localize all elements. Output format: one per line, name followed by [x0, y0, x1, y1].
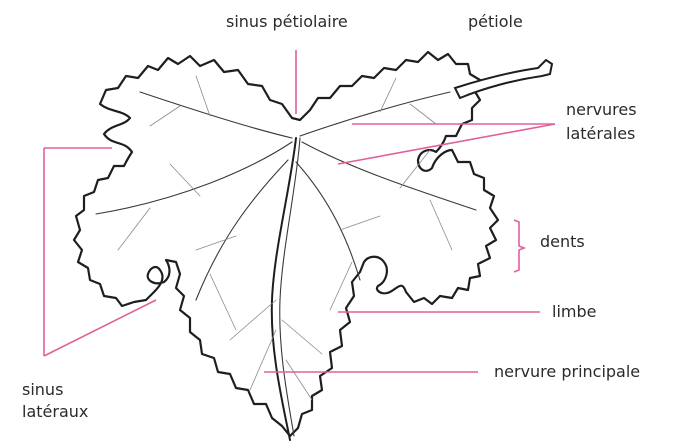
label-sinus-lateraux-2: latéraux	[22, 402, 88, 421]
label-limbe: limbe	[552, 302, 596, 321]
leader-sinus-lateraux-diag	[44, 300, 156, 356]
label-sinus-petiolaire: sinus pétiolaire	[226, 12, 348, 31]
label-nervures-laterales-2: latérales	[566, 124, 635, 143]
label-petiole: pétiole	[468, 12, 523, 31]
label-nervures-laterales-1: nervures	[566, 100, 637, 119]
label-nervure-principale: nervure principale	[494, 362, 640, 381]
bracket-dents	[514, 220, 524, 272]
label-sinus-lateraux-1: sinus	[22, 380, 63, 399]
label-dents: dents	[540, 232, 585, 251]
